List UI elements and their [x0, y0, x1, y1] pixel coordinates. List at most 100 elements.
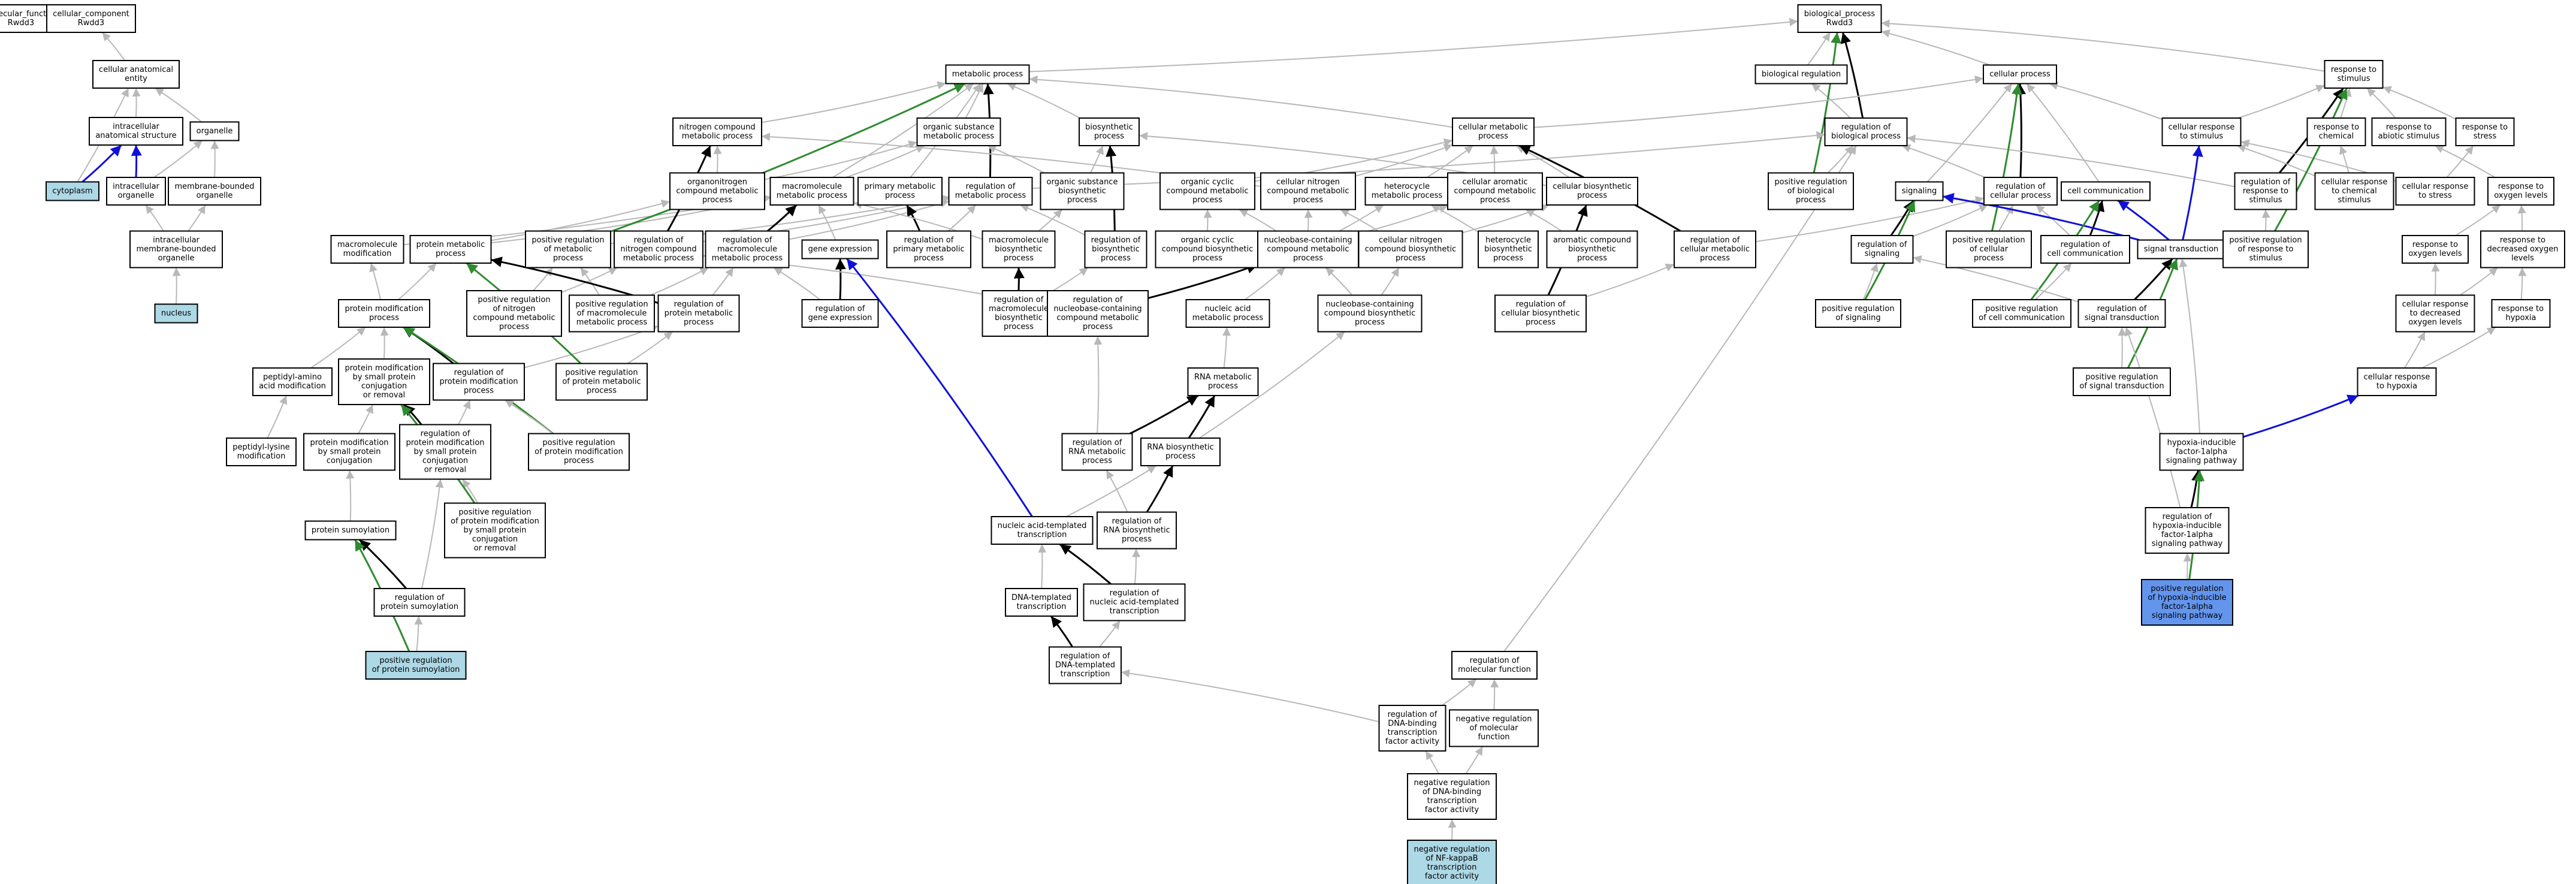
node-label: factor activity [1425, 805, 1479, 814]
edge-is-a [2179, 258, 2200, 434]
node-box [2073, 367, 2171, 396]
edge-is-a [1827, 145, 1854, 174]
edge-is-a [1525, 209, 1562, 232]
node-label: process [1004, 254, 1034, 263]
node-box [1378, 705, 1446, 752]
node-label: compound metabolic [1056, 313, 1138, 322]
edge-is-a [145, 204, 164, 232]
node-label: factor-1alpha [2176, 448, 2227, 457]
node-label: response to [2412, 240, 2458, 249]
node-label: levels [2511, 254, 2534, 263]
node-label: oxygen levels [2494, 191, 2547, 200]
node-box [1546, 230, 1638, 268]
node-box [226, 438, 297, 466]
node-box [705, 230, 790, 268]
edge-is-a [2339, 145, 2349, 173]
node-layer: molecular_functionRwdd3cellular_componen… [0, 4, 2565, 884]
edge-is-a [398, 263, 437, 300]
node-cproc: cellular process [1983, 64, 2057, 85]
node-box [1674, 230, 1756, 268]
edge-regulates [1147, 263, 1258, 299]
node-label: biosynthetic [1484, 245, 1532, 254]
node-label: by small protein [352, 373, 415, 382]
edge-is-a [421, 479, 444, 589]
edge-is-a [1053, 267, 1089, 291]
node-geneexp: gene expression [801, 239, 879, 260]
node-box [525, 230, 611, 268]
edge-is-a [832, 83, 974, 178]
node-box [886, 230, 971, 268]
node-label: factor-1alpha [2161, 602, 2213, 611]
edge-is-a [2340, 88, 2352, 119]
edge-is-a [1465, 746, 1484, 774]
node-label: regulation of [1388, 710, 1438, 719]
node-label: heterocycle [1384, 182, 1430, 191]
node-label: organelle [118, 191, 155, 200]
node-label: process [1493, 254, 1523, 263]
node-label: positive regulation [2229, 236, 2302, 245]
node-label: intracellular [113, 182, 159, 191]
node-box [168, 177, 261, 206]
edge-is-a [1503, 145, 1857, 652]
node-label: RNA metabolic [1194, 373, 1252, 382]
node-label: nitrogen compound [679, 123, 755, 132]
node-label: transcription [1017, 530, 1067, 539]
edge-is-a [2517, 204, 2526, 231]
node-box [1815, 299, 1901, 328]
node-box [1084, 230, 1147, 268]
node-label: organic cyclic [1181, 236, 1234, 245]
node-label: cellular anatomical [99, 65, 173, 74]
edge-is-a [1811, 83, 1851, 119]
node-label: Rwdd3 [78, 19, 104, 28]
edge-is-a [346, 470, 355, 521]
node-label: regulation of [2163, 512, 2212, 521]
node-box [1407, 773, 1497, 820]
node-label: response to [2500, 236, 2545, 245]
node-label: positive regulation [575, 300, 648, 309]
node-label: regulation of [1996, 182, 2046, 191]
node-label: regulation of [2097, 304, 2147, 313]
node-label: biosynthetic [995, 245, 1043, 254]
edge-is-a [1807, 32, 1831, 66]
node-label: membrane-bounded [174, 182, 254, 191]
edge-is-a [1089, 145, 1104, 173]
node-label: process [702, 196, 732, 205]
edge-is-a [1901, 144, 1985, 178]
node-label: protein modification [345, 304, 423, 313]
edge-regulates [2015, 83, 2027, 178]
node-metab: metabolic process [945, 64, 1030, 85]
node-box [2455, 117, 2515, 146]
edge-is-a [2382, 86, 2456, 120]
node-label: metabolic process [682, 132, 753, 141]
node-label: regulation of [1858, 240, 1907, 249]
node-label: of cellular [1970, 245, 2009, 254]
edge-is-a [153, 140, 203, 178]
node-label: RNA biosynthetic [1103, 526, 1170, 535]
edge-is-a [2446, 145, 2474, 178]
node-label: process [464, 387, 494, 396]
node-label: process [1208, 382, 1238, 391]
edge-is-a [761, 81, 946, 123]
node-label: factor activity [1425, 872, 1479, 881]
edge-is-a [2125, 327, 2181, 508]
node-label: nucleobase-containing [1325, 300, 1414, 309]
node-label: of signal transduction [2079, 382, 2164, 391]
node-box [1946, 230, 2032, 268]
edge-negatively-regulates [131, 144, 142, 178]
node-label: organic substance [1047, 178, 1118, 187]
edge-is-a [1121, 669, 1379, 723]
edge-is-a [1222, 327, 1231, 369]
node-label: positive regulation [2085, 373, 2158, 382]
edge-is-a [380, 327, 389, 360]
